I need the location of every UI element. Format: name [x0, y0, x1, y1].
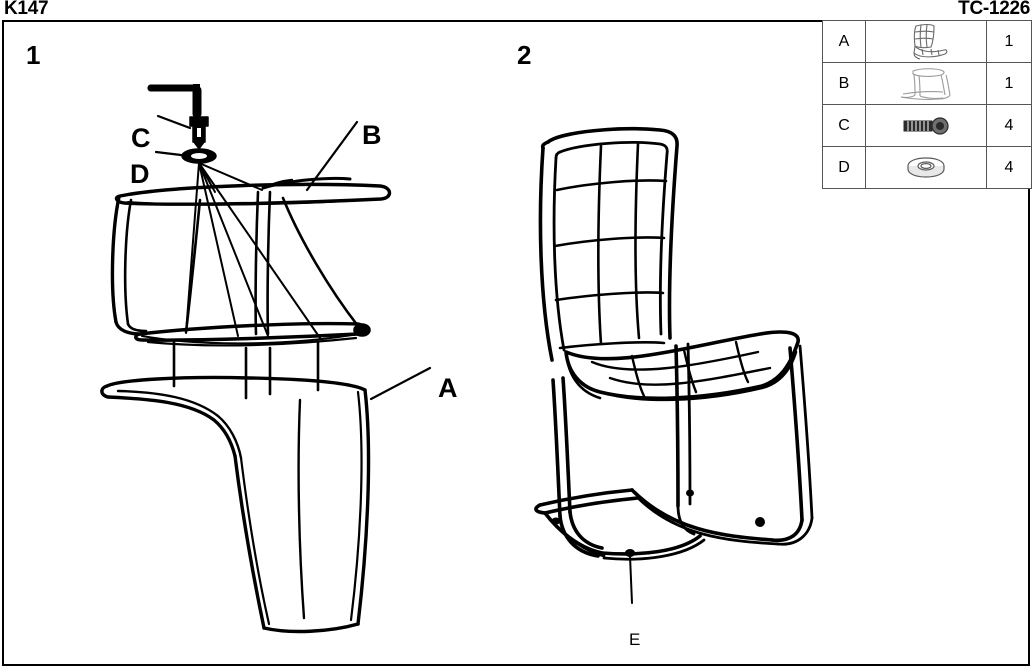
callout-label-a: A [438, 373, 458, 403]
flat-washer-icon [907, 156, 945, 178]
callout-label-b: B [362, 120, 382, 150]
part-letter-d: D [822, 146, 866, 189]
part-letter-c: C [822, 104, 866, 147]
part-icon-cell-c [865, 104, 987, 147]
hex-bolt-icon [903, 116, 949, 135]
table-row: B [822, 62, 1032, 105]
part-letter-b: B [822, 62, 866, 105]
step-1-number: 1 [26, 40, 41, 70]
step-2-number: 2 [517, 40, 532, 70]
part-icon-cell-d [865, 146, 987, 189]
table-row: A [822, 20, 1032, 63]
part-qty-a: 1 [986, 20, 1032, 63]
document-header: K147 TC-1226 [0, 0, 1034, 20]
parts-list-table: A [822, 20, 1032, 189]
table-row: C 4 [822, 104, 1032, 147]
part-icon-cell-b [865, 62, 987, 105]
document-code-right: TC-1226 [958, 0, 1030, 19]
chair-shell-icon [913, 23, 948, 60]
callout-label-c: C [131, 123, 151, 153]
part-qty-d: 4 [986, 146, 1032, 189]
part-qty-c: 4 [986, 104, 1032, 147]
document-code-left: K147 [4, 0, 49, 19]
part-letter-a: A [822, 20, 866, 63]
part-qty-b: 1 [986, 62, 1032, 105]
table-row: D 4 [822, 146, 1032, 189]
part-icon-cell-a [865, 20, 987, 63]
callout-label-d: D [130, 159, 150, 189]
callout-label-e: E [629, 630, 641, 649]
cantilever-frame-icon [900, 67, 951, 100]
